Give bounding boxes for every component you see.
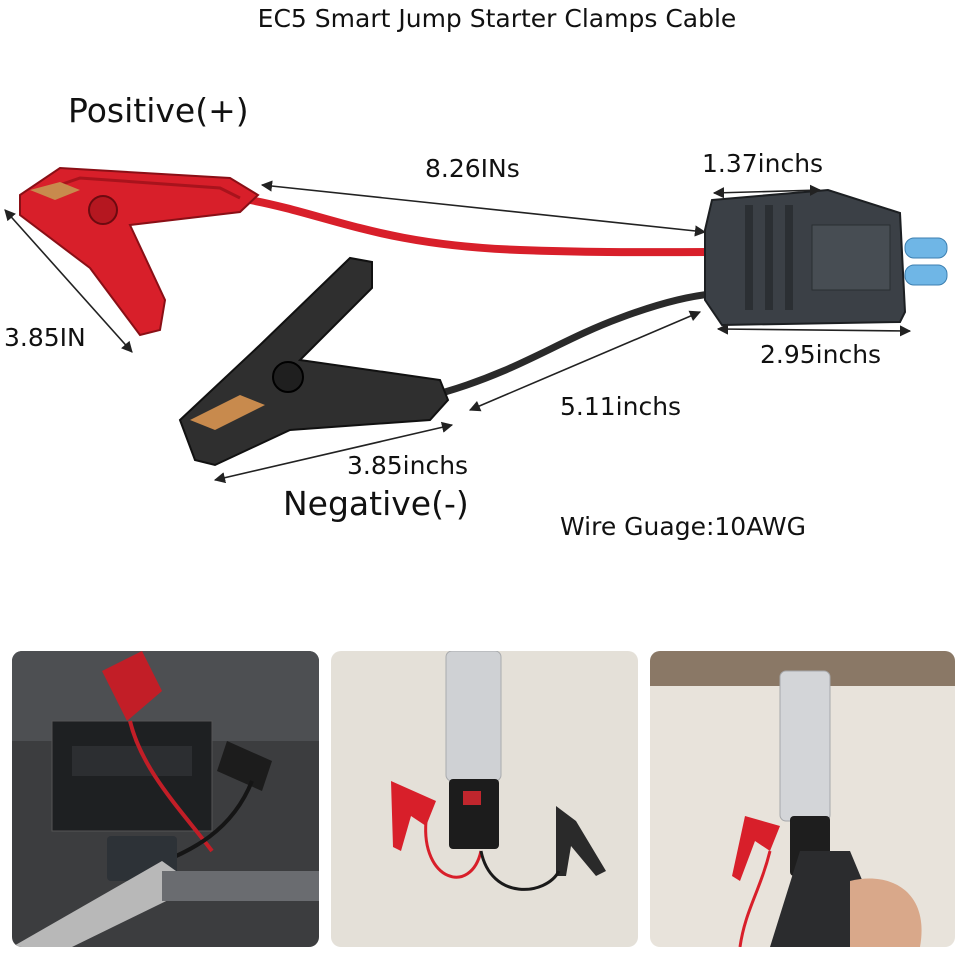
negative-label: Negative(-): [283, 484, 469, 523]
dim-connector-length-arrow: [716, 323, 912, 337]
photo-hand: [650, 651, 955, 947]
plug-lower: [904, 264, 948, 286]
dim-negative-clamp-label: 3.85inchs: [347, 451, 468, 480]
dim-negative-cable-arrow: [468, 310, 702, 412]
dim-negative-clamp-arrow: [213, 421, 454, 484]
dim-connector-length-label: 2.95inchs: [760, 340, 881, 369]
positive-clamp: [19, 166, 260, 337]
diagram-title: EC5 Smart Jump Starter Clamps Cable: [258, 4, 737, 33]
dim-positive-cable-arrow: [260, 180, 707, 237]
plug-upper: [904, 237, 948, 259]
wire-gauge-label: Wire Guage:10AWG: [560, 512, 806, 541]
product-diagram: EC5 Smart Jump Starter Clamps Cable Posi…: [4, 4, 948, 541]
dim-connector-width-arrow: [712, 184, 822, 199]
negative-cable: [441, 290, 716, 396]
dim-positive-clamp-label: 3.85IN: [4, 323, 86, 352]
ec5-connector: [704, 188, 907, 327]
dim-connector-width-label: 1.37inchs: [702, 149, 823, 178]
negative-clamp: [178, 256, 450, 467]
dim-negative-cable-label: 5.11inchs: [560, 392, 681, 421]
dim-positive-clamp-arrow: [4, 209, 133, 353]
positive-label: Positive(+): [68, 91, 249, 130]
photo-engine-bay: [12, 651, 319, 947]
photo-tabletop: [331, 651, 638, 947]
dim-positive-cable-label: 8.26INs: [425, 154, 520, 183]
